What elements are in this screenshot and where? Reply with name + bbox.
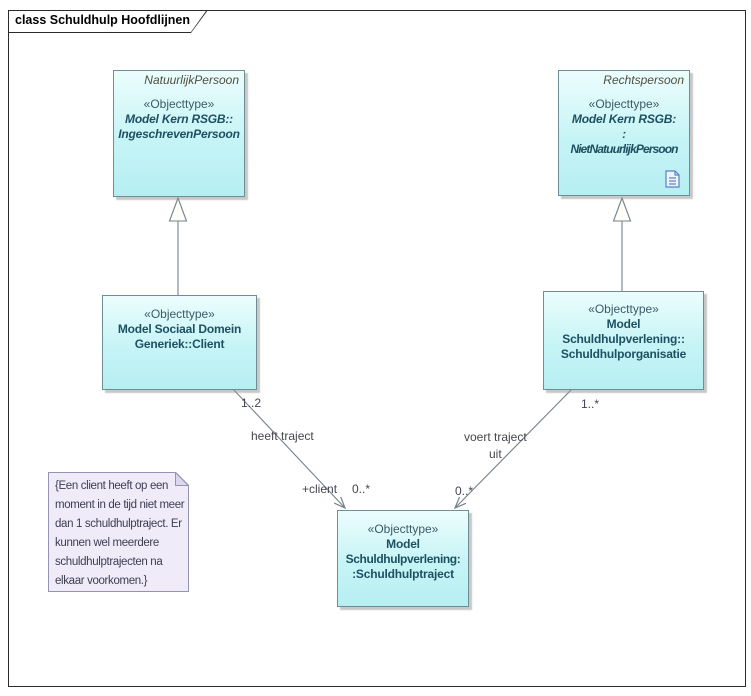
stereotype-label: «Objecttype»	[367, 522, 439, 536]
linked-document-icon	[665, 170, 680, 188]
class-corner-name: NatuurlijkPersoon	[144, 73, 239, 87]
multiplicity-client-end: 1..2	[241, 396, 262, 410]
class-name-line: Generiek::Client	[134, 337, 225, 351]
association-name-voert-traject: voert traject	[464, 430, 527, 444]
generalization-client-to-natuurlijkpersoon[interactable]	[168, 196, 188, 295]
class-name-line: Model Kern RSGB:	[571, 112, 677, 126]
class-schuldhulporganisatie[interactable]: «Objecttype» Model Schuldhulpverlening::…	[543, 291, 704, 390]
class-name-line: Model Sociaal Domein	[117, 322, 242, 336]
constraint-note[interactable]: {Een client heeft op een moment in de ti…	[48, 472, 189, 592]
multiplicity-organisatie-end: 1..*	[581, 397, 600, 411]
class-name-line: NietNatuurlijkPersoon	[570, 142, 678, 156]
class-name-line: Schuldhulpverlening:	[345, 552, 461, 566]
multiplicity-traject-end-left: 0..*	[352, 482, 371, 496]
class-name-line: Model	[606, 317, 641, 331]
stereotype-label: «Objecttype»	[144, 307, 215, 321]
stereotype-label: «Objecttype»	[588, 302, 659, 316]
class-name-line: Schuldhulpverlening::	[562, 332, 685, 346]
role-client: +client	[302, 482, 338, 496]
class-name-line: :Schuldhulptraject	[352, 567, 454, 581]
stereotype-label: «Objecttype»	[588, 97, 660, 111]
class-schuldhulptraject[interactable]: «Objecttype» Model Schuldhulpverlening: …	[337, 510, 469, 607]
diagram-title-tab: class Schuldhulp Hoofdlijnen	[8, 10, 208, 33]
note-fold-corner-icon	[175, 472, 189, 486]
association-voert-traject-uit[interactable]	[453, 388, 573, 510]
class-corner-name: Rechtspersoon	[603, 73, 684, 87]
class-name-line: Model Kern RSGB::	[125, 112, 233, 126]
class-nietnatuurlijkpersoon[interactable]: Rechtspersoon «Objecttype» Model Kern RS…	[558, 70, 690, 196]
class-name-line: Schuldhulporganisatie	[560, 347, 687, 361]
association-heeft-traject[interactable]	[232, 388, 347, 510]
association-name-heeft-traject: heeft traject	[251, 429, 314, 443]
class-ingeschrevenpersoon[interactable]: NatuurlijkPersoon «Objecttype» Model Ker…	[113, 70, 245, 197]
class-name-line: :	[622, 127, 626, 141]
diagram-title: class Schuldhulp Hoofdlijnen	[15, 13, 191, 27]
class-client[interactable]: «Objecttype» Model Sociaal Domein Generi…	[102, 295, 257, 390]
class-name-line: Model	[386, 537, 420, 551]
note-text: {Een client heeft op een moment in de ti…	[55, 480, 185, 587]
class-name-line: IngeschrevenPersoon	[118, 127, 240, 141]
association-name-uit: uit	[489, 447, 502, 461]
generalization-organisatie-to-rechtspersoon[interactable]	[612, 196, 632, 291]
multiplicity-traject-end-right: 0..*	[455, 484, 474, 498]
stereotype-label: «Objecttype»	[143, 97, 215, 111]
